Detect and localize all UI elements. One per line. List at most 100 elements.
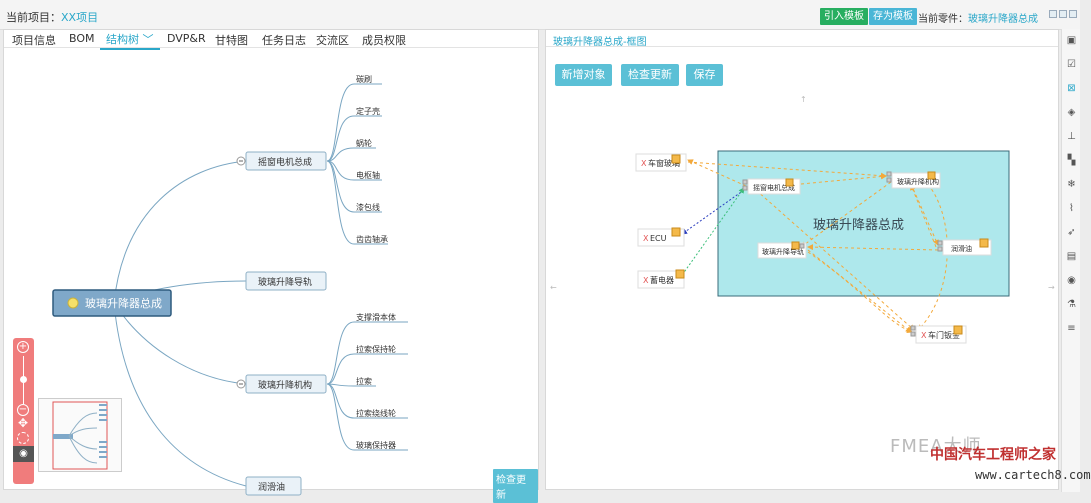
diagram-icon[interactable]: ⊠ [1067, 83, 1076, 94]
scroll-up-icon[interactable]: ↑ [800, 95, 807, 104]
tab-task-log[interactable]: 任务日志 [262, 34, 306, 47]
save-button[interactable]: 保存 [686, 64, 723, 86]
diagram-canvas[interactable]: ↑ ← → 玻璃升降器总成 [546, 92, 1058, 488]
node-ecu-label: ECU [650, 234, 667, 243]
tab-structure-tree[interactable]: 结构树 ﹀ [100, 31, 160, 50]
minimap[interactable] [38, 398, 122, 472]
check-update-button[interactable]: 检查更新 [621, 64, 679, 86]
node-motor-label: 摇窗电机总成 [753, 183, 795, 192]
tab-members[interactable]: 成员权限 [362, 34, 406, 47]
zoom-slider-handle[interactable] [20, 376, 27, 383]
leaf-motor-2[interactable]: 蜗轮 [356, 138, 372, 148]
node-battery[interactable]: X 蓄电器 [637, 269, 685, 289]
edge-motor-1 [326, 115, 355, 162]
minimap-edge-3 [68, 435, 98, 450]
project-value[interactable]: XX项目 [61, 11, 99, 24]
title-divider [546, 46, 1058, 47]
node-motor[interactable]: 摇窗电机总成 [742, 178, 801, 195]
zoom-in-icon[interactable]: + [17, 341, 29, 353]
node-ecu-mark: X [643, 234, 649, 243]
edge-mech-3 [326, 383, 355, 419]
leaf-mech-1[interactable]: 拉索保持轮 [356, 344, 396, 354]
leaf-motor-3[interactable]: 电枢轴 [356, 170, 380, 180]
flow-oil-guide [807, 244, 939, 251]
leaf-mech-0[interactable]: 支撑滑本体 [356, 312, 396, 322]
watermark-logo-text: FMEA大师 [890, 436, 982, 457]
tab-gantt[interactable]: 甘特图 [215, 34, 248, 47]
window-left-icon[interactable] [1049, 10, 1057, 18]
zoom-out-icon[interactable]: − [17, 404, 29, 416]
minimap-leaf-1 [99, 404, 107, 406]
node-door-panel-label: 车门钣金 [928, 330, 960, 340]
import-template-button[interactable]: 引入模板 [820, 8, 868, 25]
part-value[interactable]: 玻璃升降器总成 [968, 14, 1038, 25]
leaf-motor-0[interactable]: 碳刷 [356, 74, 372, 84]
flow-motor-mechanism [800, 173, 887, 185]
node-window-glass[interactable]: X 车窗玻璃 [635, 153, 687, 172]
watermark-url: www.cartech8.com [975, 468, 1091, 482]
cube-icon[interactable]: ▣ [1066, 35, 1077, 46]
leaf-motor-4[interactable]: 漆包线 [356, 202, 380, 212]
node-oil[interactable]: 润滑油 [937, 238, 992, 256]
window-maximize-icon[interactable] [1059, 10, 1067, 18]
node-door-panel-mark: X [921, 331, 927, 340]
checklist-icon[interactable]: ☑ [1067, 59, 1076, 70]
leaf-mech-3[interactable]: 拉索绕线轮 [356, 408, 396, 418]
top-bar: 当前项目：XX项目 引入模板 存为模板 当前零件：玻璃升降器总成 [0, 0, 1080, 30]
node-guide[interactable]: 玻璃升降导轨 [757, 241, 807, 259]
leaf-motor-5[interactable]: 齿齿轴承 [356, 234, 388, 244]
edge-motor-4 [326, 160, 355, 213]
root-node[interactable] [52, 289, 172, 317]
leaf-motor-1[interactable]: 定子壳 [356, 106, 380, 116]
snowflake-icon[interactable]: ❄ [1067, 179, 1076, 190]
eye-icon[interactable]: ◉ [13, 446, 34, 462]
minimap-edge-1 [68, 412, 98, 437]
scroll-right-icon[interactable]: → [1048, 283, 1055, 292]
minimap-leaf-6 [99, 446, 107, 448]
zoom-toolbar: + − ✥ ◉ [13, 338, 34, 484]
save-as-template-button[interactable]: 存为模板 [869, 8, 917, 25]
table-icon[interactable]: ▤ [1066, 251, 1077, 262]
minimap-leaf-3 [99, 414, 107, 416]
move-icon[interactable]: ✥ [17, 416, 29, 430]
scroll-left-icon[interactable]: ← [550, 283, 557, 292]
node-mechanism[interactable]: 玻璃升降机构 [886, 171, 941, 189]
package-icon[interactable]: ◈ [1067, 107, 1076, 118]
system-boundary[interactable] [717, 150, 1010, 297]
node-window-glass-label: 车窗玻璃 [648, 158, 680, 168]
tab-discussion[interactable]: 交流区 [316, 34, 349, 47]
tab-dvpr[interactable]: DVP&R [167, 32, 206, 45]
node-ecu[interactable]: X ECU [637, 227, 685, 247]
hierarchy-icon[interactable]: ⊥ [1067, 131, 1076, 142]
fit-view-icon[interactable] [17, 432, 29, 444]
node-guide-label: 玻璃升降导轨 [762, 247, 804, 256]
tab-project-info[interactable]: 项目信息 [12, 34, 56, 47]
tool-sidebar: ▣ ☑ ⊠ ◈ ⊥ ▚ ❄ ⌇ ➶ ▤ ◉ ⚗ ≡ [1061, 29, 1080, 492]
tab-bom[interactable]: BOM [69, 32, 95, 45]
branch-node-oil[interactable]: 润滑油 [245, 476, 302, 496]
flow-mechanism-oil [910, 183, 939, 246]
leaf-mech-2[interactable]: 拉索 [356, 376, 372, 386]
block-diagram-panel: 玻璃升降器总成-框图 新增对象 检查更新 保存 ↑ ← → [545, 29, 1059, 490]
chart-line-icon[interactable]: ⌇ [1069, 203, 1074, 214]
branch-node-guide[interactable]: 玻璃升降导轨 [245, 271, 327, 291]
diagram-title: 玻璃升降器总成-框图 [553, 37, 647, 48]
rocket-icon[interactable]: ➶ [1067, 227, 1076, 238]
branch-node-motor[interactable]: 摇窗电机总成 [245, 151, 327, 171]
list-icon[interactable]: ≡ [1067, 323, 1076, 334]
flow-motor-glass [687, 159, 747, 187]
minimap-root [53, 434, 73, 439]
project-label: 当前项目： [6, 11, 61, 24]
branch-label-oil: 润滑油 [258, 481, 285, 493]
system-label: 玻璃升降器总成 [813, 218, 904, 233]
node-door-panel[interactable]: X 车门钣金 [910, 325, 967, 344]
add-object-button[interactable]: 新增对象 [555, 64, 612, 86]
check-update-button-left[interactable]: 检查更新 [493, 469, 538, 503]
target-icon[interactable]: ◉ [1067, 275, 1076, 286]
branch-node-mechanism[interactable]: 玻璃升降机构 [245, 374, 327, 394]
window-right-icon[interactable] [1069, 10, 1077, 18]
flask-icon[interactable]: ⚗ [1067, 299, 1076, 310]
leaf-mech-4[interactable]: 玻璃保持器 [356, 440, 396, 450]
grid-icon[interactable]: ▚ [1067, 155, 1076, 166]
